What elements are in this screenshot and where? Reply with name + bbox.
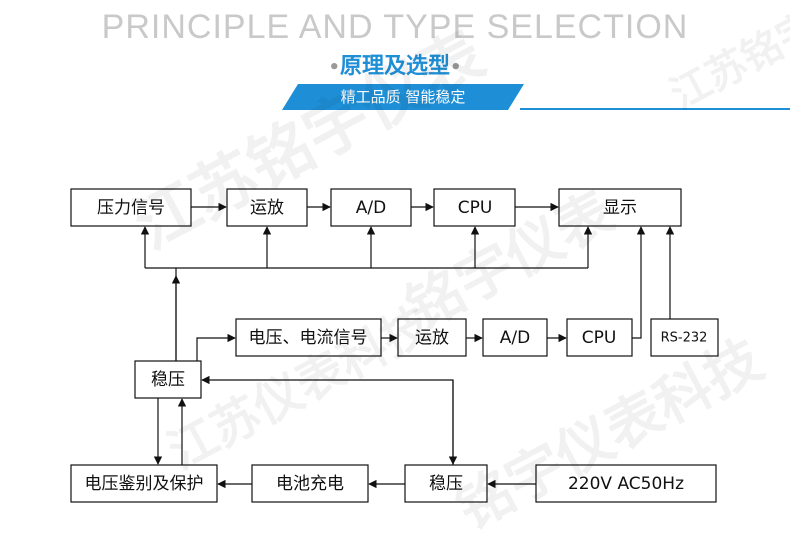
box-rs232: [650, 318, 719, 357]
label-battery-charge: 电池充电: [276, 474, 344, 494]
label-cpu-mid: CPU: [582, 328, 617, 348]
label-power-input: 220V AC50Hz: [568, 474, 684, 494]
label-regulator-left: 稳压: [151, 370, 185, 390]
watermark-mark: 江苏铭宇: [663, 3, 790, 119]
arrow-regulator-to-signal: [196, 333, 236, 361]
hero-title: PRINCIPLE AND TYPE SELECTION: [101, 8, 689, 46]
watermark-mark: 铭宇仪表: [396, 180, 624, 343]
label-display: 显示: [603, 198, 637, 218]
watermark-mark: 铭宇仪表科技: [446, 327, 773, 541]
subtitle-text: 原理及选型: [339, 54, 450, 79]
label-amp-top: 运放: [250, 198, 284, 218]
tagline-ribbon: [282, 84, 524, 110]
label-regulator-bottom: 稳压: [429, 474, 463, 494]
connectors: [140, 202, 675, 489]
label-voltage-protect: 电压鉴别及保护: [85, 474, 204, 494]
label-rs232: RS-232: [661, 331, 708, 346]
section-subtitle: •原理及选型•: [0, 48, 790, 80]
label-amp-mid: 运放: [415, 328, 449, 348]
label-ad-mid: A/D: [500, 328, 530, 348]
bullet-dot-left: •: [328, 57, 340, 78]
box-regulator-left: [134, 360, 202, 399]
bullet-dot-right: •: [450, 57, 462, 78]
watermark-mark: 江苏铭宇仪表: [123, 19, 497, 265]
watermark-layer: 江苏铭宇仪表 铭宇仪表 江苏仪表科技 铭宇仪表科技 江苏铭宇: [123, 3, 790, 541]
header-rule: [520, 108, 790, 110]
label-ad-top: A/D: [356, 198, 386, 218]
box-display: [558, 188, 682, 227]
label-cpu-top: CPU: [458, 198, 493, 218]
label-volt-current-signal: 电压、电流信号: [249, 328, 368, 348]
tagline-text: 精工品质 智能稳定: [340, 88, 466, 106]
label-pressure-signal: 压力信号: [97, 198, 165, 218]
arrow-cpu-mid-to-display: [632, 226, 646, 339]
box-voltage-protect: [70, 464, 218, 503]
